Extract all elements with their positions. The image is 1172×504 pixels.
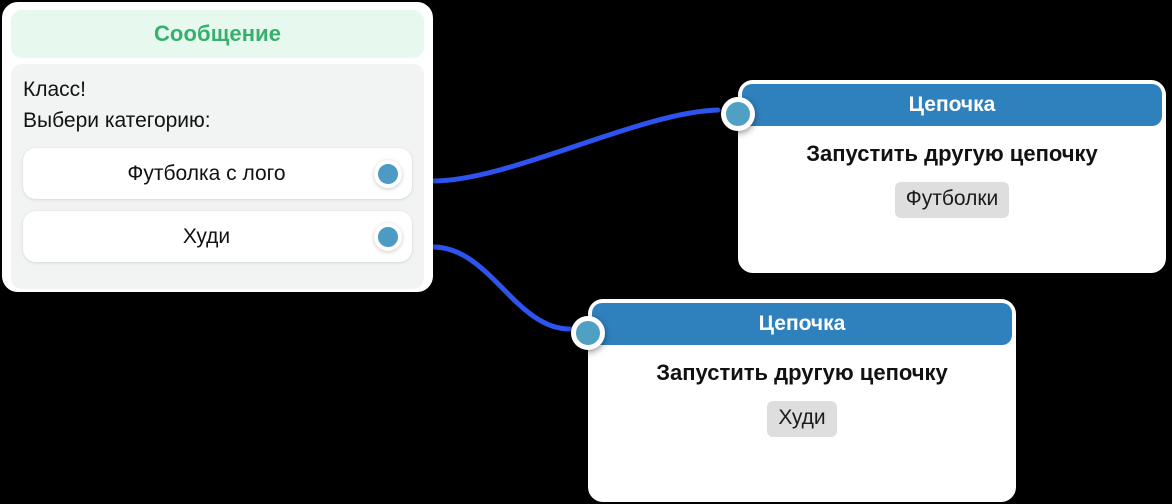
message-node-body: Класс! Выбери категорию: Футболка с лого… <box>11 64 424 289</box>
edge-tshirt <box>430 107 721 184</box>
connection-dot-icon[interactable] <box>571 316 605 350</box>
message-node-title: Сообщение <box>153 21 282 46</box>
chain-node-hoodie[interactable]: Цепочка Запустить другую цепочку Худи <box>571 299 1016 502</box>
message-node[interactable]: Сообщение Класс! Выбери категорию: Футбо… <box>2 2 433 292</box>
message-text-line-2: Выбери категорию: <box>23 109 211 132</box>
connection-dot-icon[interactable] <box>374 159 402 188</box>
message-choice-tshirt[interactable]: Футболка с лого <box>23 148 412 199</box>
chain-node-body: Запустить другую цепочку Худи <box>592 345 1012 453</box>
chain-node-header: Цепочка <box>721 84 1162 131</box>
chain-node-action: Запустить другую цепочку <box>806 141 1098 166</box>
connection-dot-icon[interactable] <box>721 97 755 131</box>
message-choice-label: Футболка с лого <box>127 161 286 185</box>
chain-node-tshirts[interactable]: Цепочка Запустить другую цепочку Футболк… <box>721 80 1166 273</box>
chain-node-tag[interactable]: Футболки <box>894 182 1010 218</box>
message-node-header: Сообщение <box>11 10 424 58</box>
chain-node-tag[interactable]: Худи <box>767 401 837 437</box>
chain-node-header: Цепочка <box>571 303 1012 350</box>
connection-dot-icon[interactable] <box>374 222 402 251</box>
chain-node-body: Запустить другую цепочку Футболки <box>742 126 1162 234</box>
chain-node-title: Цепочка <box>758 312 846 335</box>
chain-node-title: Цепочка <box>908 93 996 116</box>
chain-node-action: Запустить другую цепочку <box>656 360 948 385</box>
message-choice-label: Худи <box>182 224 231 248</box>
message-text-line-1: Класс! <box>23 78 86 101</box>
edge-hoodie <box>430 244 573 332</box>
message-choice-list: Футболка с лого Худи <box>23 148 412 262</box>
message-choice-hoodie[interactable]: Худи <box>23 211 412 262</box>
